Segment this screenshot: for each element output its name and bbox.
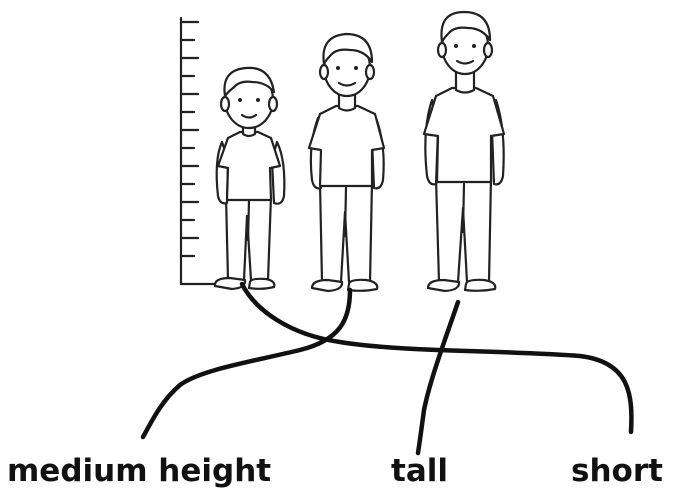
label-tall: tall bbox=[391, 453, 448, 489]
line-tall-to-tall bbox=[415, 299, 461, 456]
middle-man-figure bbox=[307, 32, 386, 293]
label-short: short bbox=[571, 453, 663, 489]
matching-lines bbox=[140, 281, 634, 456]
line-boy-to-short bbox=[239, 281, 634, 435]
label-medium-height: medium height bbox=[7, 453, 272, 489]
tall-man-figure bbox=[422, 10, 506, 293]
line-middle-to-medium bbox=[140, 287, 353, 440]
height-ruler bbox=[179, 16, 230, 286]
boy-figure bbox=[213, 66, 286, 291]
